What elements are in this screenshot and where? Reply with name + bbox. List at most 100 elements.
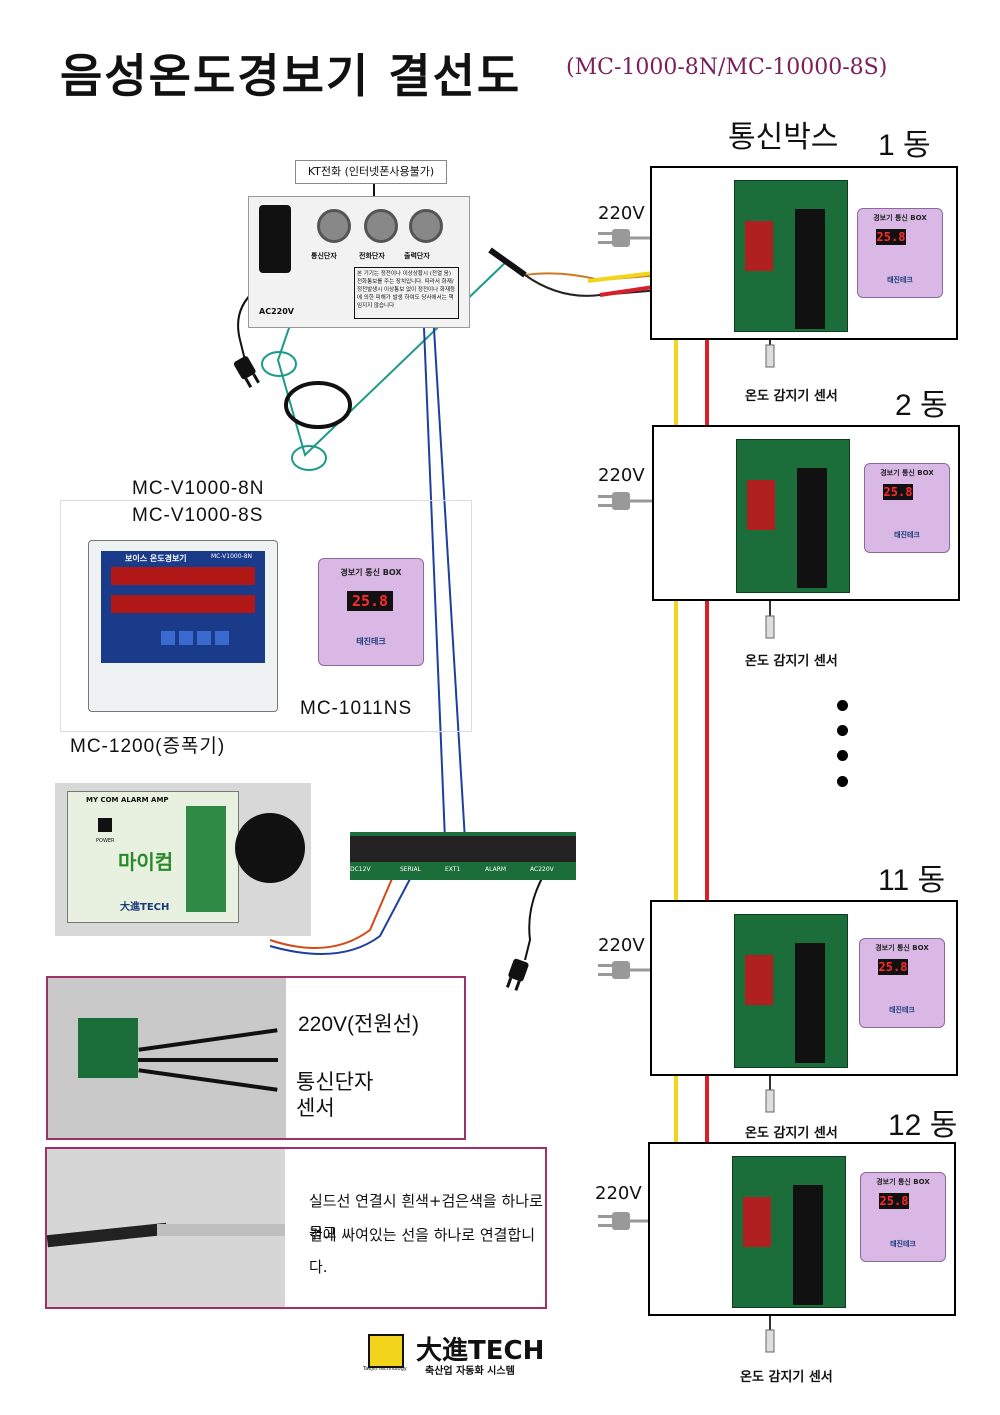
strip-label: DC12V <box>350 866 371 873</box>
comm-box-label: 통신박스 <box>728 120 839 155</box>
plug-icon <box>598 229 630 1230</box>
alarm-comm-box: 경보기 통신 BOX 25.8 태진테크 <box>857 208 943 298</box>
sensor-label: 온도 감지기 센서 <box>745 1126 838 1141</box>
sensor-label: 온도 감지기 센서 <box>740 1370 833 1385</box>
building-label: 2 동 <box>895 389 948 422</box>
alarm-box-title: 경보기 통신 BOX <box>340 568 402 577</box>
amp-wire <box>269 859 421 955</box>
temperature-display: 25.8 <box>878 959 908 975</box>
blue-wire <box>427 229 466 841</box>
note-text-line-1: 실드선 연결시 흰색+검은색을 하나로 묶고 <box>309 1192 543 1242</box>
capacitor <box>745 221 773 271</box>
voltage-label: 220V <box>595 1183 642 1204</box>
shield-cable-photo <box>46 1149 285 1307</box>
building-box-11: 경보기 통신 BOX 25.8 태진테크 <box>650 900 958 1076</box>
continuation-dot <box>837 750 848 761</box>
power-switch[interactable] <box>98 818 112 832</box>
alarm-box-brand: 태진테크 <box>889 1006 915 1014</box>
strip-label: AC220V <box>530 866 554 873</box>
panel-power-label: AC220V <box>259 307 294 316</box>
wiring-note-2: 실드선 연결시 흰색+검은색을 하나로 묶고 겉에 싸여있는 선을 하나로 연결… <box>45 1147 547 1309</box>
model-main-2: MC-V1000-8S <box>132 505 264 526</box>
alarm-comm-box: 경보기 통신 BOX 25.8 태진테크 <box>859 938 945 1028</box>
terminal-label-comm: 통신단자 <box>311 252 337 260</box>
terminal-connector-icon <box>317 209 351 243</box>
building-box-1: 경보기 통신 BOX 25.8 태진테크 <box>650 166 958 340</box>
amp-wire <box>269 859 401 949</box>
page-subtitle: (MC-1000-8N/MC-10000-8S) <box>566 55 888 80</box>
warning-sticker: 본 기기는 정전이나 이상상황시 (전열 음)전화통보를 주는 장치입니다. 따… <box>354 267 459 319</box>
control-button[interactable] <box>215 631 229 645</box>
amp-header: MY COM ALARM AMP <box>86 796 169 804</box>
temperature-display: 25.8 <box>876 229 906 245</box>
blue-wire <box>419 229 446 841</box>
control-button[interactable] <box>179 631 193 645</box>
amp-power-label: POWER <box>96 838 115 844</box>
temperature-display: 25.8 <box>347 591 393 611</box>
alarm-box-title: 경보기 통신 BOX <box>876 1178 930 1186</box>
sensor-label: 온도 감지기 센서 <box>745 654 838 669</box>
control-button[interactable] <box>197 631 211 645</box>
alarm-comm-box-large: 경보기 통신 BOX 25.8 태진테크 <box>318 558 424 666</box>
building-label: 12 동 <box>888 1109 958 1142</box>
temperature-display: 25.8 <box>883 484 913 500</box>
connector-highlight <box>261 351 297 377</box>
main-unit: 보이스 온도경보기 MC-V1000-8N <box>88 540 278 712</box>
strip-label: EXT1 <box>445 866 461 873</box>
room-display-row <box>111 595 255 613</box>
ac-inlet <box>259 205 291 273</box>
terminal-label-phone: 전화단자 <box>359 252 385 260</box>
terminal-connector-icon <box>364 209 398 243</box>
control-button[interactable] <box>161 631 175 645</box>
voltage-label: 220V <box>598 203 645 224</box>
speaker-icon <box>235 813 305 883</box>
alarm-box-brand: 태진테크 <box>887 276 913 284</box>
shield-wire <box>524 274 661 297</box>
amp-logo: 마이컴 <box>118 850 174 874</box>
main-unit-faceplate: 보이스 온도경보기 MC-V1000-8N <box>101 551 265 663</box>
pcb-board <box>734 180 848 332</box>
room-display-row <box>111 567 255 585</box>
cable <box>138 1028 278 1052</box>
page-title: 음성온도경보기 결선도 <box>60 49 522 103</box>
cable <box>157 1224 285 1236</box>
alarm-box-title: 경보기 통신 BOX <box>875 944 929 952</box>
connector-highlight <box>291 445 327 471</box>
capacitor <box>745 955 773 1005</box>
continuation-dot <box>837 700 848 711</box>
note-label-comm: 통신단자 <box>296 1071 374 1094</box>
alarm-box-brand: 태진테크 <box>894 531 920 539</box>
alarm-box-title: 경보기 통신 BOX <box>873 214 927 222</box>
cable <box>138 1068 278 1092</box>
terminal-block <box>797 468 827 588</box>
amp-brand: 大進TECH <box>120 902 170 913</box>
building-box-12: 경보기 통신 BOX 25.8 태진테크 <box>648 1142 956 1316</box>
terminal-block <box>795 209 825 329</box>
plug-icon <box>505 958 529 991</box>
terminal-screw-row <box>350 836 576 862</box>
building-label: 11 동 <box>878 864 946 897</box>
building-box-2: 경보기 통신 BOX 25.8 태진테크 <box>652 425 960 601</box>
note-label-power: 220V(전원선) <box>298 1013 419 1036</box>
alarm-box-brand: 태진테크 <box>356 637 386 646</box>
pcb-board <box>734 914 848 1068</box>
amp-photo: MY COM ALARM AMP POWER 마이컴 大進TECH <box>55 783 311 936</box>
cable-coil <box>284 381 352 429</box>
red-bus <box>599 266 781 1251</box>
terminal-connector-icon <box>409 209 443 243</box>
plug-icon <box>233 356 260 388</box>
pcb-board <box>736 439 850 593</box>
terminal-label-output: 출력단자 <box>404 252 430 260</box>
logo-subtext: TaeJin technology <box>363 1366 407 1372</box>
model-main-1: MC-V1000-8N <box>132 478 265 499</box>
model-comm-box: MC-1011NS <box>300 698 413 719</box>
amp-side-panel <box>186 806 226 912</box>
voltage-label: 220V <box>598 935 645 956</box>
cable <box>138 1058 278 1062</box>
yellow-bus <box>587 258 761 1248</box>
main-unit-name: 보이스 온도경보기 <box>125 554 187 563</box>
kt-phone-label: KT전화 (인터넷폰사용불가) <box>295 160 447 184</box>
temperature-display: 25.8 <box>879 1193 909 1209</box>
shield-cable <box>488 247 527 278</box>
strip-label: SERIAL <box>400 866 421 873</box>
